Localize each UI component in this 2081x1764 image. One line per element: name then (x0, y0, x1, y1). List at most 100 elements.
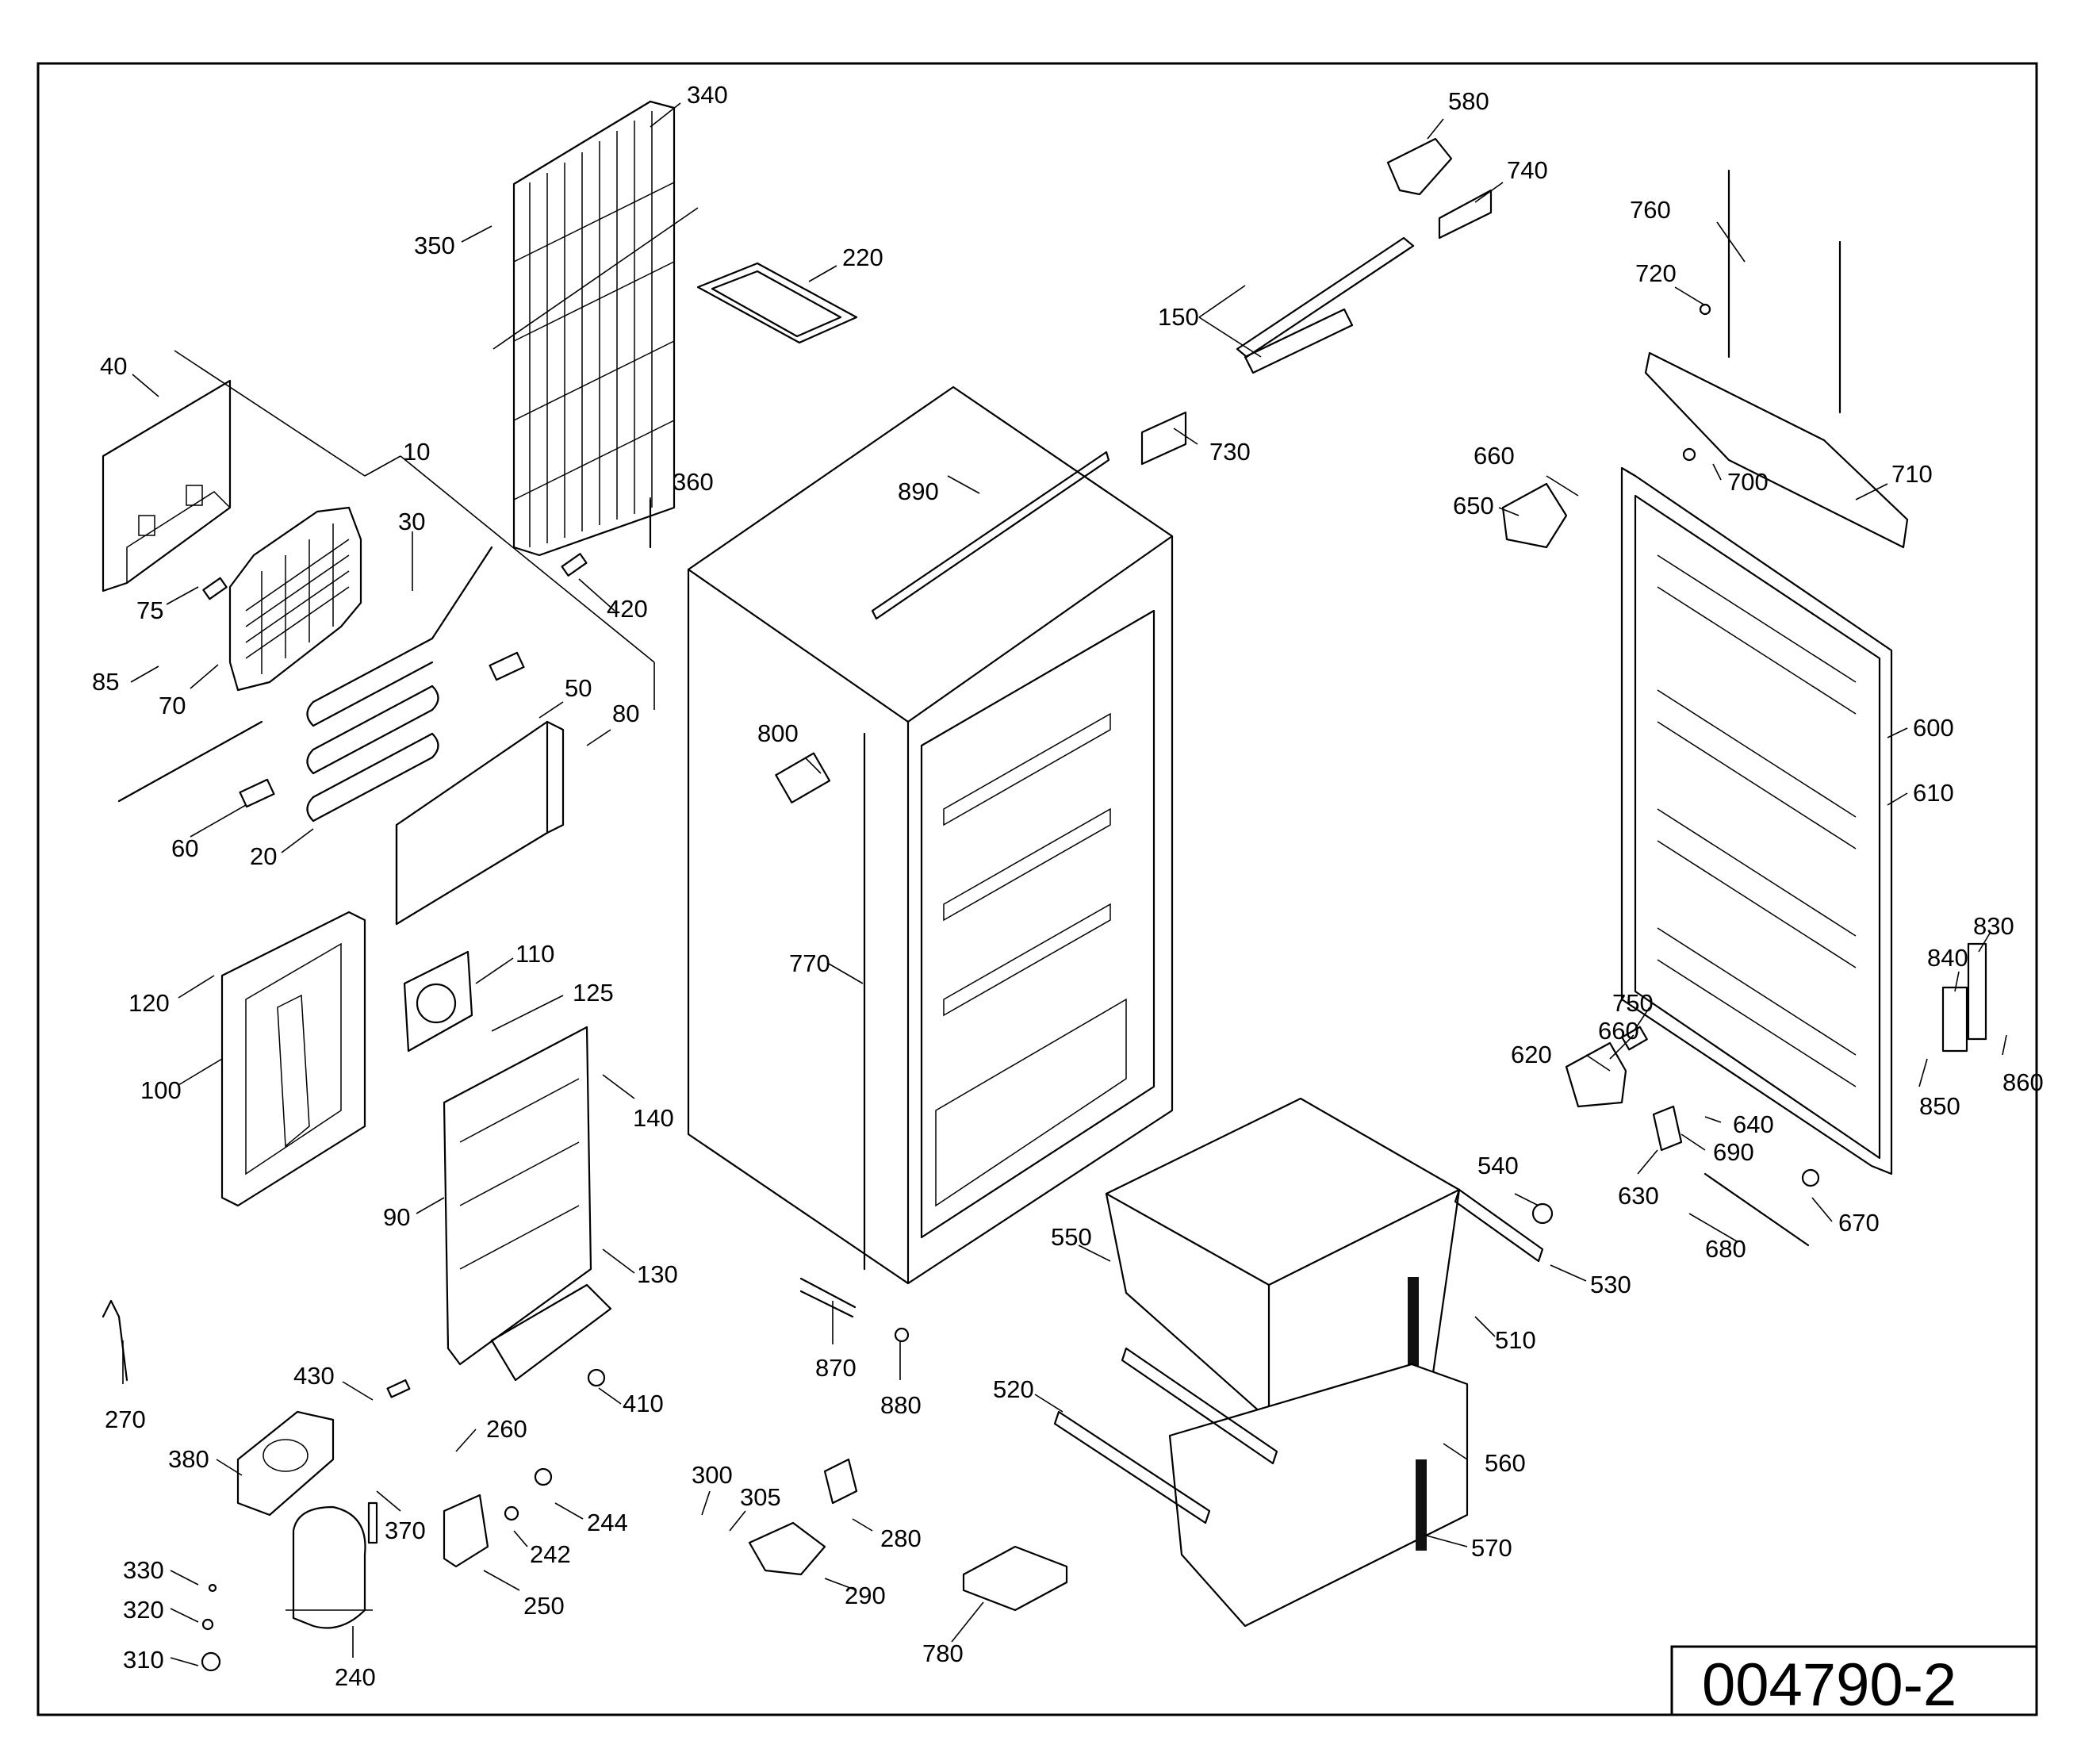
callout: 20 (250, 842, 277, 870)
part-510-slide[interactable] (1121, 1347, 1278, 1465)
callout: 570 (1471, 1534, 1512, 1562)
part-630-bracket[interactable] (1652, 1105, 1683, 1152)
part-270-cable[interactable] (102, 1299, 128, 1382)
callout: 320 (123, 1596, 164, 1624)
callout: 830 (1973, 912, 2014, 940)
callout: 530 (1590, 1271, 1631, 1298)
callout: 260 (486, 1415, 527, 1443)
callout: 340 (687, 81, 728, 109)
part-780-pad[interactable] (962, 1545, 1068, 1612)
part-580-740-bracket[interactable] (1386, 137, 1493, 240)
callout: 140 (633, 1104, 674, 1132)
callout: 100 (140, 1076, 182, 1104)
callout: 40 (100, 352, 127, 380)
part-280-switch[interactable] (823, 1458, 858, 1505)
part-240-compressor[interactable] (286, 1505, 373, 1629)
part-90-inner-panel[interactable] (443, 1026, 612, 1382)
callout: 660 (1474, 442, 1515, 470)
drawing-number-box: 004790-2 (1670, 1645, 2038, 1719)
part-620-hinge[interactable] (1565, 1041, 1627, 1108)
part-150-control[interactable] (1236, 236, 1415, 374)
callout: 220 (842, 244, 883, 271)
callout: 890 (898, 477, 939, 505)
callout: 730 (1209, 438, 1251, 466)
callout: 60 (171, 834, 198, 862)
callout: 840 (1927, 944, 1968, 972)
callout: 242 (530, 1540, 571, 1568)
part-550-drawer[interactable] (1105, 1097, 1461, 1421)
part-680-rod[interactable] (1704, 1172, 1810, 1247)
part-50-housing[interactable] (395, 720, 565, 926)
callout: 540 (1477, 1152, 1519, 1179)
part-100-back-panel[interactable] (220, 911, 366, 1207)
callout: 610 (1913, 779, 1954, 807)
callout: 290 (845, 1582, 886, 1609)
callout: 560 (1485, 1449, 1526, 1477)
callout: 240 (335, 1663, 376, 1691)
callout: 710 (1891, 460, 1933, 488)
part-cabinet[interactable] (687, 385, 1174, 1285)
part-730[interactable] (1140, 411, 1187, 466)
part-600-door[interactable] (1620, 466, 1893, 1175)
callout: 150 (1158, 303, 1199, 331)
part-70-evaporator[interactable] (117, 506, 362, 803)
callout: 70 (159, 692, 186, 719)
callout: 800 (757, 719, 799, 747)
callout: 600 (1913, 714, 1954, 742)
part-110-fan[interactable] (403, 950, 473, 1053)
part-40-rear-cover[interactable] (102, 379, 232, 592)
callout: 630 (1618, 1182, 1659, 1210)
callout: 680 (1705, 1235, 1746, 1263)
callout: 870 (815, 1354, 857, 1382)
callout: 850 (1919, 1092, 1960, 1120)
callout: 640 (1733, 1110, 1774, 1138)
callout: 860 (2002, 1068, 2044, 1096)
callout: 350 (414, 232, 455, 259)
callout: 750 (1612, 989, 1654, 1017)
callout: 620 (1511, 1041, 1552, 1068)
part-870-wrench[interactable] (799, 1277, 857, 1318)
callout: 370 (385, 1517, 426, 1544)
callout: 330 (123, 1556, 164, 1584)
callout: 420 (607, 595, 648, 623)
callout: 244 (587, 1509, 628, 1536)
drawing-number: 004790-2 (1702, 1651, 1956, 1719)
part-530-rail[interactable] (1454, 1188, 1544, 1263)
callout: 305 (740, 1483, 781, 1511)
callout: 650 (1453, 492, 1494, 520)
part-520-slide[interactable] (1053, 1410, 1211, 1524)
part-560-drawer[interactable] (1168, 1363, 1469, 1628)
callout: 270 (105, 1405, 146, 1433)
part-250-relay[interactable] (443, 1494, 489, 1568)
callout: 700 (1727, 468, 1769, 496)
part-220-tray[interactable] (696, 262, 858, 344)
part-830-840-handle[interactable] (1941, 942, 1987, 1053)
callout: 90 (383, 1203, 410, 1231)
part-340-condenser[interactable] (492, 100, 699, 557)
callout: 300 (692, 1461, 733, 1489)
callout: 760 (1630, 196, 1671, 224)
part-380-box[interactable] (236, 1410, 335, 1517)
part-710-hinge-plate[interactable] (1644, 169, 1909, 549)
callout-labels: 340 350 220 580 740 760 720 150 730 40 1… (92, 81, 2044, 1691)
part-290-thermostat[interactable] (748, 1521, 826, 1576)
callout: 660 (1598, 1017, 1639, 1045)
part-20-coil[interactable] (306, 546, 493, 823)
leader-lines (122, 102, 2007, 1666)
callout: 770 (789, 949, 830, 977)
callout: 130 (637, 1260, 678, 1288)
drawing-frame (36, 62, 2038, 1716)
callout: 740 (1507, 156, 1548, 184)
part-650-hinge[interactable] (1501, 482, 1568, 549)
callout: 550 (1051, 1223, 1092, 1251)
callout: 520 (993, 1375, 1034, 1403)
callout: 880 (880, 1391, 922, 1419)
callout: 250 (523, 1592, 565, 1620)
callout: 310 (123, 1646, 164, 1674)
callout: 380 (168, 1445, 209, 1473)
callout: 110 (515, 940, 554, 968)
callout: 720 (1635, 259, 1677, 287)
callout: 580 (1448, 87, 1489, 115)
callout: 410 (623, 1390, 664, 1417)
